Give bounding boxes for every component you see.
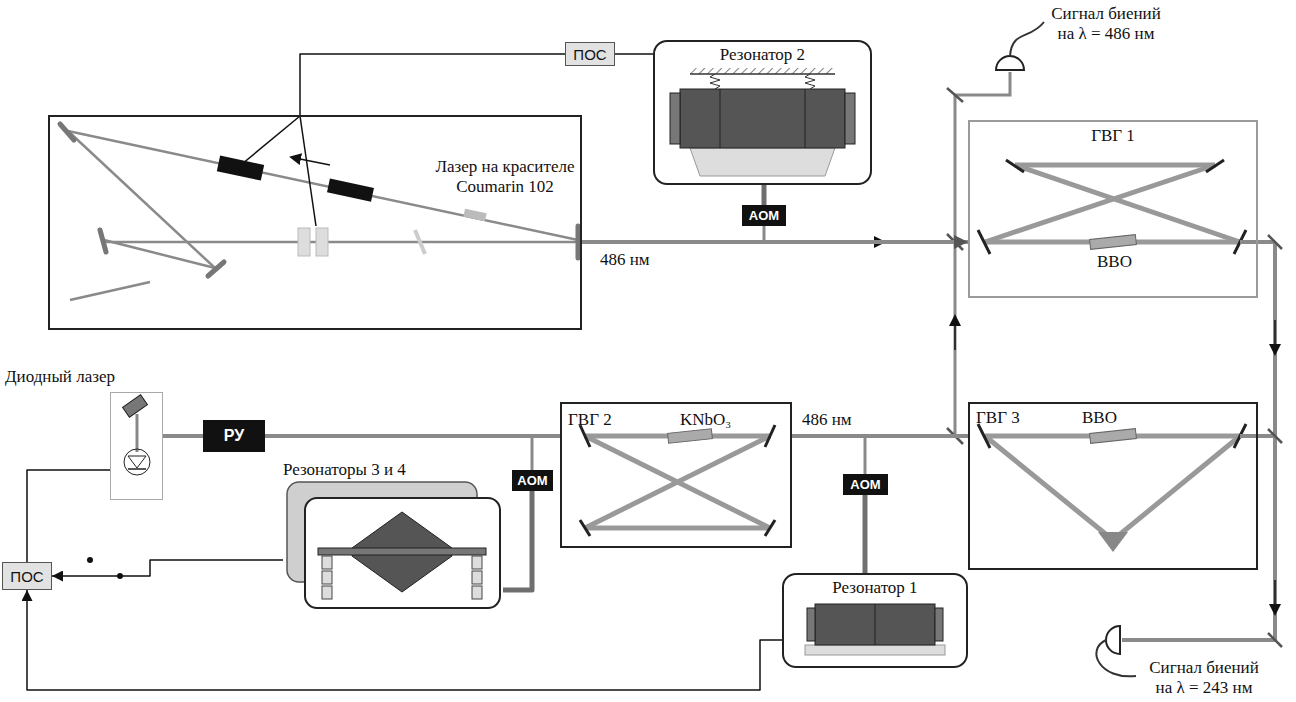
- signal-wire: [52, 560, 283, 576]
- laser-beam: [582, 240, 968, 244]
- crystal-label: BBO: [1082, 408, 1117, 428]
- wavelength-label: 486 нм: [600, 250, 650, 270]
- signal-wire: [27, 590, 782, 690]
- optical-fiber: [762, 185, 767, 205]
- detector-label: Сигнал биений на λ = 486 нм: [1048, 4, 1164, 43]
- node-label: Резонаторы 3 и 4: [283, 460, 406, 480]
- laser-box: Лазер на красителе Coumarin 102: [48, 115, 582, 330]
- node-label: Диодный лазер: [5, 367, 115, 387]
- shg-box: ГВГ 1 BBO: [968, 120, 1258, 298]
- node-label: ПОС: [573, 47, 606, 62]
- amplifier-box: РУ: [203, 420, 265, 452]
- node-label: AOM: [850, 478, 880, 491]
- shg-box: ГВГ 3 BBO: [968, 402, 1258, 570]
- node-label: ГВГ 3: [976, 408, 1020, 428]
- wavelength-label: 486 нм: [802, 410, 852, 430]
- node-label: Резонатор 2: [655, 45, 870, 65]
- resonator-box: Резонатор 2: [653, 40, 872, 185]
- signal-wire: [300, 54, 565, 115]
- node-label: AOM: [517, 474, 547, 487]
- node-label: ПОС: [10, 569, 43, 584]
- aom-box: AOM: [742, 205, 786, 226]
- crystal-label: BBO: [1097, 252, 1132, 272]
- shg-box: ГВГ 2 KNbO₃: [560, 402, 792, 548]
- aom-box: AOM: [843, 474, 888, 495]
- node-label: ГВГ 2: [568, 410, 612, 430]
- detector-label: Сигнал биений на λ = 243 нм: [1146, 658, 1262, 697]
- laser-beam: [265, 434, 560, 438]
- node-label: AOM: [749, 209, 779, 222]
- laser-beam: [163, 434, 203, 438]
- feedback-box: ПОС: [565, 42, 615, 66]
- node-label: РУ: [224, 428, 244, 444]
- signal-wire: [27, 470, 110, 562]
- resonator-group: Резонаторы 3 и 4: [283, 460, 503, 610]
- diode-laser-box: Диодный лазер: [110, 392, 163, 500]
- resonator-box: Резонатор 1: [782, 573, 968, 668]
- optical-fiber: [863, 495, 868, 573]
- aom-box: AOM: [512, 470, 553, 491]
- laser-beam: [792, 434, 968, 438]
- feedback-box: ПОС: [2, 562, 52, 590]
- optical-fiber: [503, 491, 532, 590]
- node-label: ГВГ 1: [970, 126, 1256, 146]
- node-label: Резонатор 1: [784, 578, 966, 598]
- crystal-label: KNbO₃: [680, 410, 731, 430]
- signal-wire: [615, 53, 653, 55]
- node-label: Лазер на красителе Coumarin 102: [430, 157, 580, 196]
